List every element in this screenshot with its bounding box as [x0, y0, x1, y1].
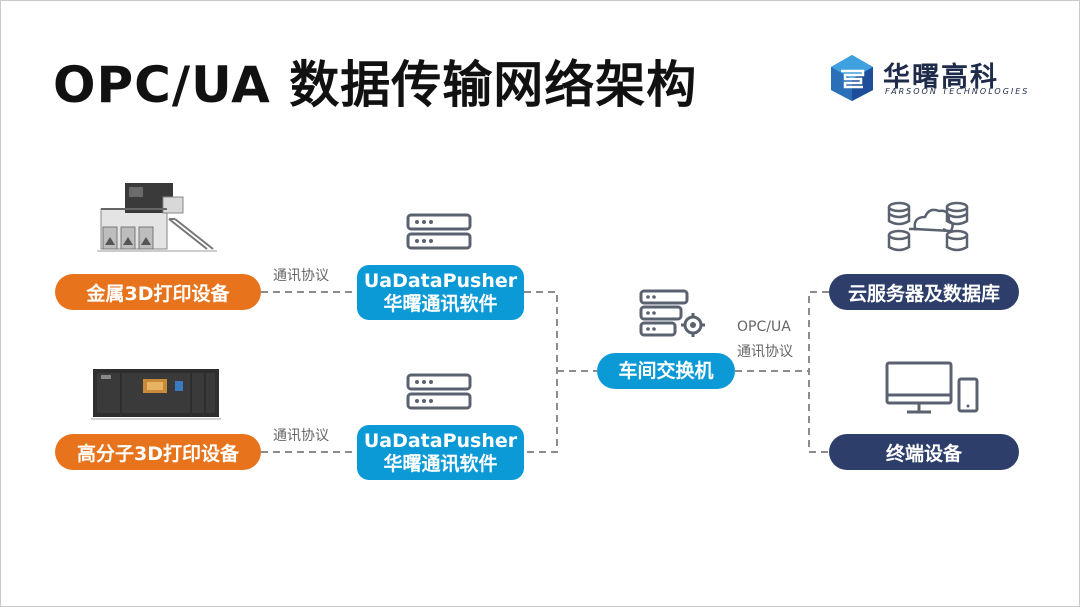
- link-cloud-terminal: [808, 291, 829, 453]
- logo-subtitle: FARSOON TECHNOLOGIES: [885, 87, 1030, 96]
- metal-printer-image: [97, 183, 217, 252]
- server-icon: [406, 373, 472, 410]
- opcua-label-line1: OPC/UA: [737, 319, 791, 335]
- link-software-switch: [524, 291, 558, 453]
- monitor-phone-icon: [885, 361, 979, 414]
- server-icon: [406, 213, 472, 250]
- protocol-label-polymer: 通讯协议: [273, 428, 329, 444]
- polymer-printer-image: [91, 369, 221, 420]
- metal-printer-device[interactable]: 金属3D打印设备: [55, 274, 261, 310]
- cloud-server-database[interactable]: 云服务器及数据库: [829, 274, 1019, 310]
- software-box-metal[interactable]: UaDataPusher 华曙通讯软件: [357, 265, 524, 320]
- polymer-printer-device[interactable]: 高分子3D打印设备: [55, 434, 261, 470]
- software-name: UaDataPusher: [363, 269, 518, 292]
- page-title: OPC/UA 数据传输网络架构: [53, 56, 698, 114]
- terminal-device[interactable]: 终端设备: [829, 434, 1019, 470]
- workshop-switch[interactable]: 车间交换机: [597, 353, 735, 389]
- software-box-polymer[interactable]: UaDataPusher 华曙通讯软件: [357, 425, 524, 480]
- server-gear-icon: [639, 289, 705, 337]
- opcua-label-line2: 通讯协议: [737, 344, 793, 360]
- logo-name: 华曙高科: [883, 62, 999, 93]
- software-desc: 华曙通讯软件: [383, 452, 498, 475]
- cloud-database-icon: [887, 201, 969, 252]
- protocol-label-metal: 通讯协议: [273, 268, 329, 284]
- logo-cube-icon: [831, 55, 873, 101]
- software-desc: 华曙通讯软件: [383, 292, 498, 315]
- company-logo: 华曙高科 FARSOON TECHNOLOGIES: [827, 53, 1047, 103]
- software-name: UaDataPusher: [363, 429, 518, 452]
